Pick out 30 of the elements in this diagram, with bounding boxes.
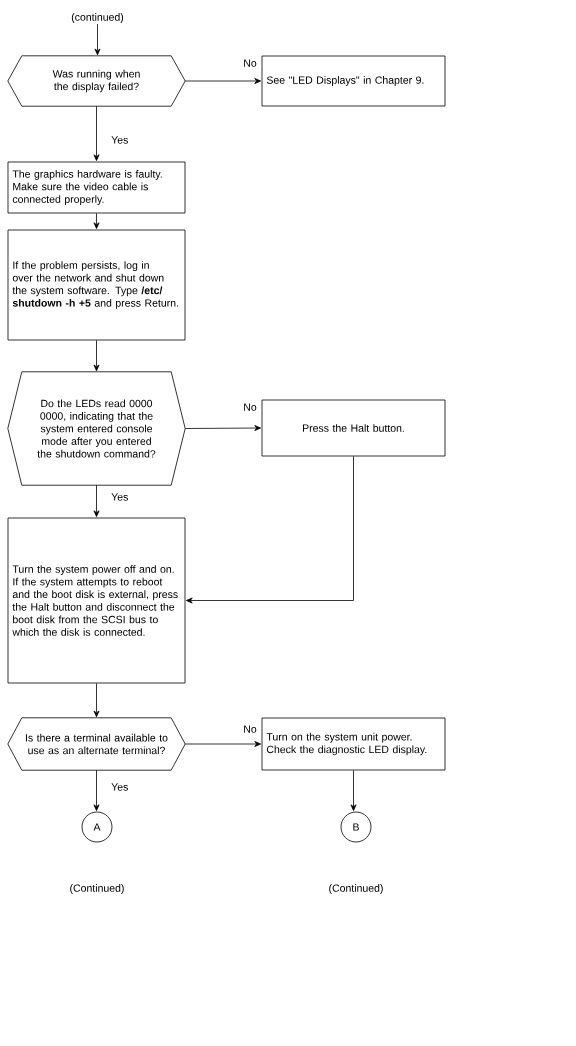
edge-label: No: [242, 402, 258, 412]
edge-label: No: [242, 724, 258, 734]
arrow: [350, 770, 357, 811]
arrow: [93, 340, 100, 372]
process-box: Turn on the system unit power. Check the diagnostic LED display.: [261, 717, 446, 771]
edge-label: No: [242, 58, 258, 68]
process-box: If the problem persists, log in over the network and shut down the system software. Type /etc/ shutdown -h +5 and press Return.: [7, 229, 186, 341]
caption-text: (Continued): [70, 884, 124, 894]
arrow: [184, 741, 261, 747]
decision-hexagon: Do the LEDs read 0000 0000, indicating that the system entered console mode after you entered the shutdown command?: [7, 371, 186, 486]
arrow: [184, 78, 261, 84]
arrow: [93, 105, 100, 161]
arrow: [186, 456, 354, 604]
caption-text: (Continued): [329, 884, 383, 894]
edge-label: Yes: [110, 782, 130, 792]
process-box: Press the Halt button.: [261, 399, 446, 457]
arrow: [93, 683, 100, 718]
process-box: Turn the system power off and on. If the system attempts to reboot and the boot disk is external, press the Halt button and disconnect the boot disk from the SCSI bus to which the disk is connected.: [7, 517, 186, 684]
arrow: [184, 425, 261, 431]
edge-label: Yes: [110, 492, 130, 502]
arrow: [93, 484, 100, 517]
arrow: [93, 769, 100, 811]
edge-label: Yes: [110, 135, 130, 145]
arrow: [93, 213, 100, 229]
process-box: See "LED Displays" in Chapter 9.: [261, 55, 446, 107]
process-box: The graphics hardware is faulty. Make sure the video cable is connected properly.: [7, 161, 186, 214]
flow-text: (continued): [71, 13, 124, 23]
arrow: [94, 23, 101, 56]
decision-hexagon: Is there a terminal available to use as an alternate terminal?: [7, 717, 186, 771]
decision-hexagon: Was running when the display failed?: [7, 55, 186, 107]
